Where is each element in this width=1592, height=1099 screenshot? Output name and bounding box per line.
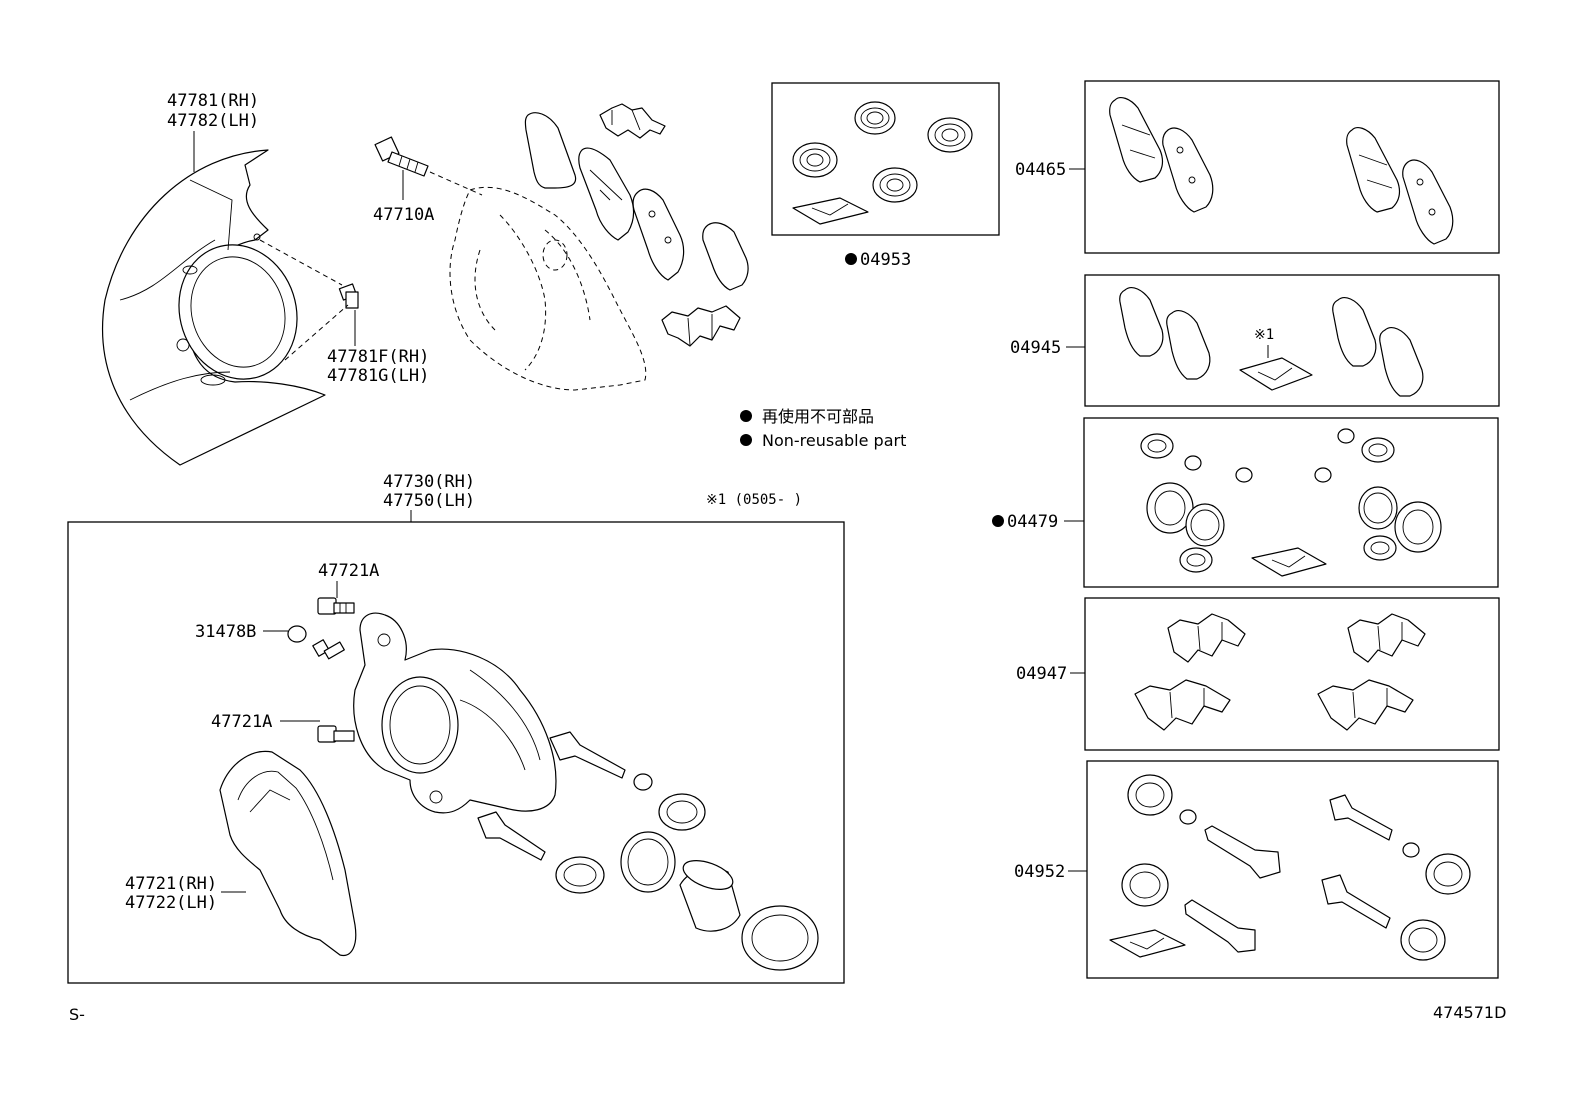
mounting-bracket-illustration (219, 750, 357, 956)
kit-04952-label: 04952 (1014, 862, 1065, 882)
bolt-47710a-label: 47710A (373, 205, 434, 225)
kit-04947-box (1084, 597, 1500, 751)
shield-bolt-dashed (259, 239, 343, 286)
mount-lh-label: 47722(LH) (125, 893, 217, 913)
kit-04945-pads-illustration (1119, 287, 1424, 397)
non-reusable-dot-04953 (845, 253, 857, 265)
kit-04947-label: 04947 (1016, 664, 1067, 684)
caliper-rh-label: 47730(RH) (383, 472, 475, 492)
shield-bolt-dashed-2 (284, 304, 349, 361)
kit-04465-label: 04465 (1015, 160, 1066, 180)
caliper-body-illustration (353, 612, 557, 814)
caliper-internal-parts-illustration (477, 731, 819, 971)
kit-04479-seals-illustration (1140, 428, 1442, 577)
illustration-number: 474571D (1433, 1003, 1506, 1022)
legend-dot-jp (740, 410, 752, 422)
legend-english: Non-reusable part (762, 431, 906, 450)
caliper-assembly-box (67, 521, 845, 984)
dust-shield-illustration (102, 149, 326, 466)
cap-31478b-label: 31478B (195, 622, 256, 642)
legend-dot-en (740, 434, 752, 446)
kit-04947-clips-illustration (1134, 613, 1426, 731)
non-reusable-dot-04479 (992, 515, 1004, 527)
brake-pads-illustration (524, 103, 749, 347)
bolt-47710a-dashed (429, 171, 483, 196)
kit-04479-box (1083, 417, 1499, 588)
caliper-lh-label: 47750(LH) (383, 491, 475, 511)
kit-04953-label: 04953 (860, 250, 911, 270)
kit-04952-pins-boots-illustration (1109, 774, 1471, 961)
shield-rh-label: 47781(RH) (167, 91, 259, 111)
bolt-47710a-illustration (374, 136, 429, 177)
bleeder-47721a-top-label: 47721A (318, 561, 379, 581)
shield-lh-label: 47782(LH) (167, 111, 259, 131)
bleeder-47721a-mid-label: 47721A (211, 712, 272, 732)
kit-04952-box (1086, 760, 1499, 979)
kit-04465-box (1084, 80, 1500, 254)
bleeder-top-illustration (317, 597, 355, 615)
date-note: ※1 (0505- ) (706, 492, 802, 508)
kit-04479-label: 04479 (1007, 512, 1058, 532)
legend-japanese: 再使用不可部品 (762, 407, 874, 426)
kit-04945-box (1084, 274, 1500, 407)
kit-04945-label: 04945 (1010, 338, 1061, 358)
shield-bolt-illustration (338, 283, 359, 309)
kit-04465-pads-illustration (1109, 97, 1454, 245)
kit-04953-boots-illustration (792, 101, 973, 225)
bleeder-cap-illustration (287, 625, 345, 660)
bleeder-mid-illustration (317, 725, 355, 743)
kit-04945-note-mark: ※1 (1254, 327, 1274, 343)
mount-rh-label: 47721(RH) (125, 874, 217, 894)
caliper-assembly-phantom (449, 186, 647, 391)
bolt-47781g-label: 47781G(LH) (327, 366, 429, 386)
page-prefix: S- (69, 1005, 85, 1024)
kit-04953-box (771, 82, 1000, 236)
bolt-47781f-label: 47781F(RH) (327, 347, 429, 367)
